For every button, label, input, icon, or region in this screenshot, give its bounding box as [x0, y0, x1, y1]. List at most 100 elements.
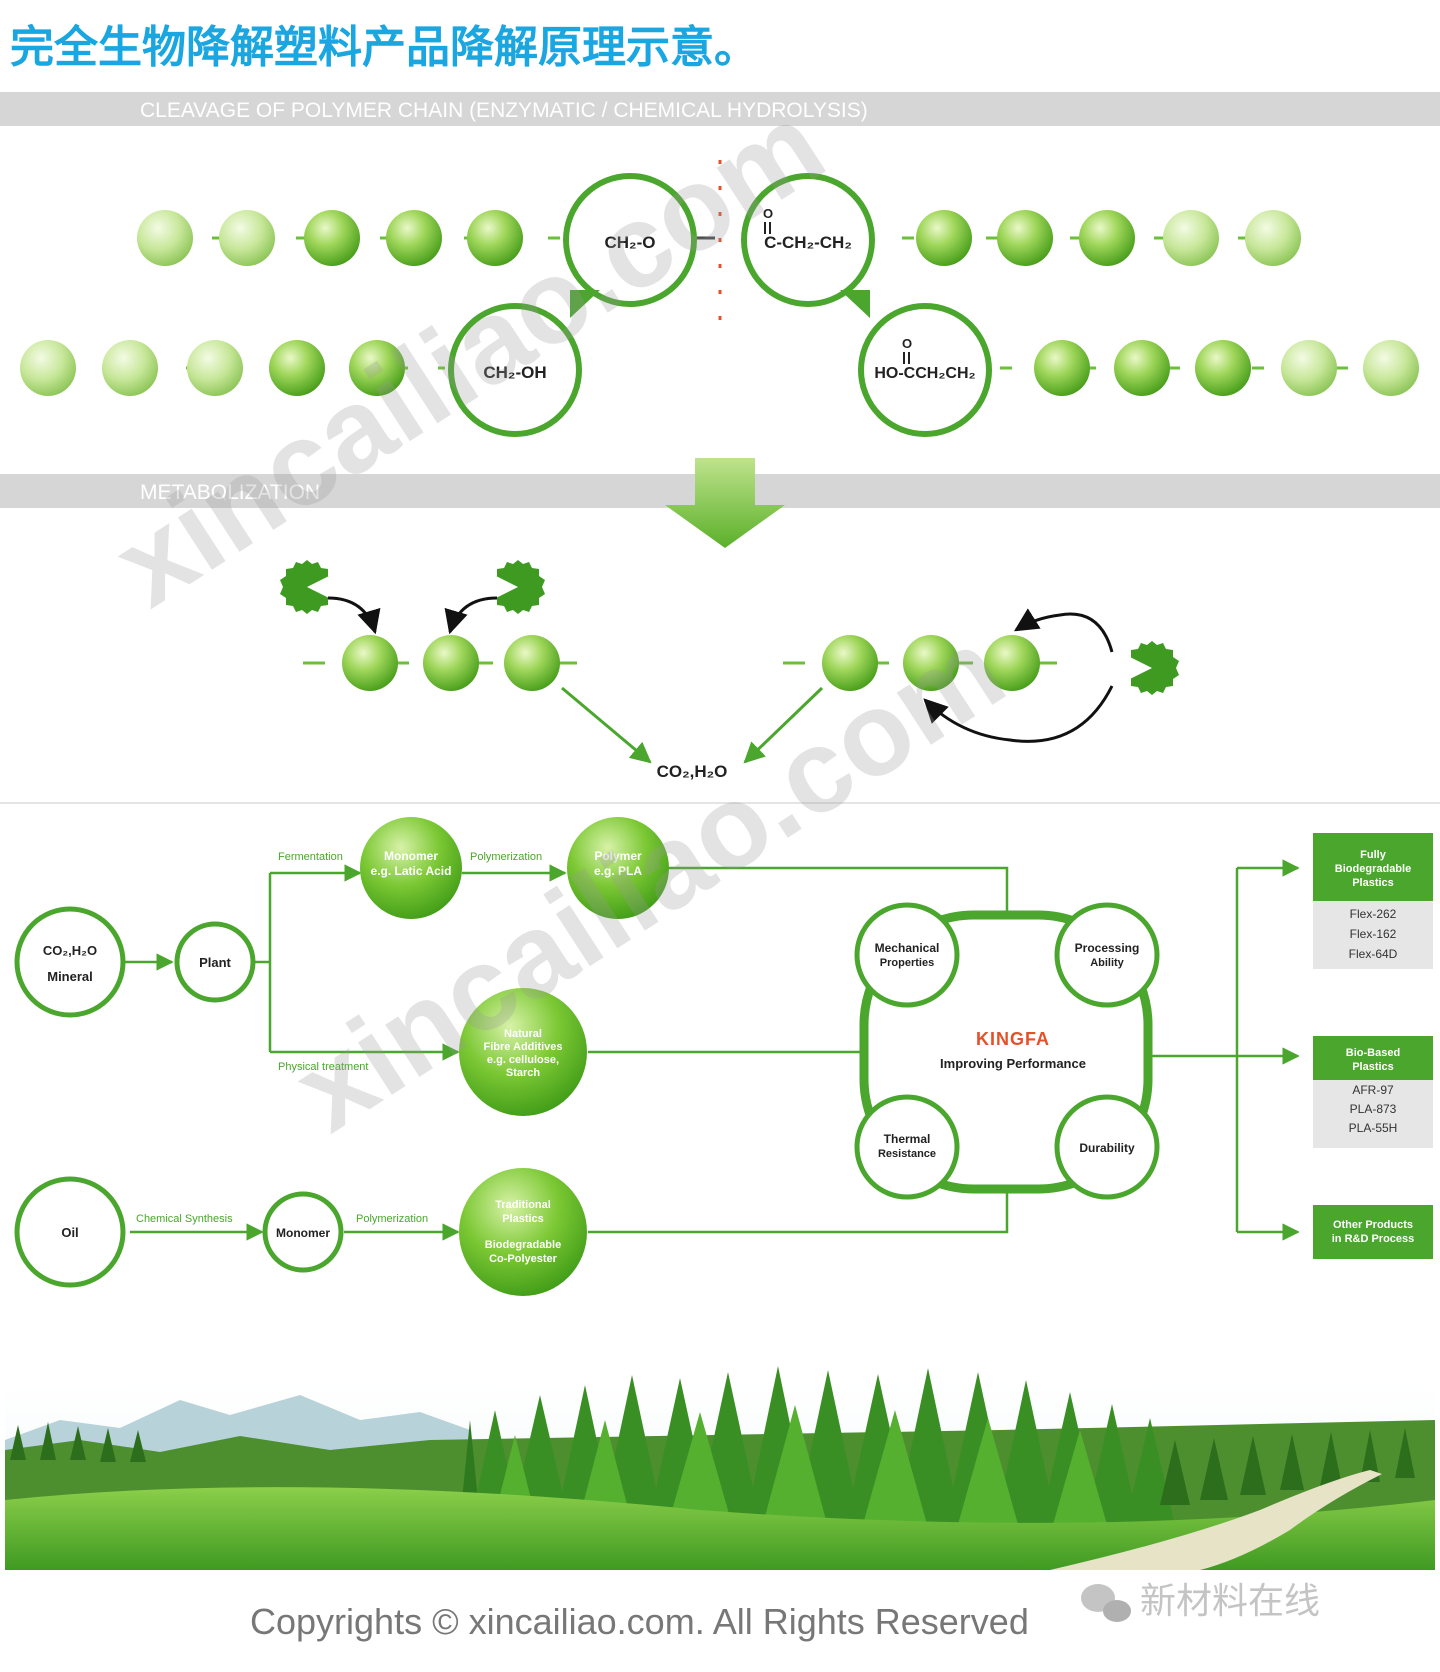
monomer-ball — [903, 635, 959, 691]
cleave-arrow-right — [840, 290, 870, 318]
cleavage-banner: CLEAVAGE OF POLYMER CHAIN (ENZYMATIC / C… — [140, 99, 868, 122]
improving-performance-label: Improving Performance — [940, 1056, 1086, 1071]
wechat-icon — [1081, 1584, 1131, 1622]
to-co2-arrow — [743, 686, 824, 764]
svg-text:Flex-162: Flex-162 — [1350, 927, 1397, 941]
node-natural-fibre: Natural Fibre Additives e.g. cellulose, … — [459, 988, 587, 1116]
cleave-arrow-left — [570, 290, 600, 318]
node-co2-mineral: CO₂,H₂O Mineral — [14, 906, 126, 1018]
microbe-icon — [490, 560, 545, 614]
monomer-ball — [1163, 210, 1219, 266]
label-polymerization-bottom: Polymerization — [356, 1213, 428, 1225]
svg-text:Ability: Ability — [1090, 957, 1124, 969]
monomer-ball — [423, 635, 479, 691]
microbe-icon — [280, 560, 335, 614]
svg-text:AFR-97: AFR-97 — [1352, 1083, 1394, 1097]
polymer-chain-bottom — [20, 340, 1420, 396]
attack-arrow — [923, 685, 1114, 743]
node-monomer-top: Monomer e.g. Latic Acid — [360, 817, 462, 919]
svg-text:Monomer: Monomer — [384, 849, 438, 863]
chem-node-ch2o: CH₂-O — [563, 173, 697, 307]
chem-label-c-ch2-ch2: C-CH₂-CH₂ — [764, 233, 852, 252]
page-title: 完全生物降解塑料产品降解原理示意。 — [10, 22, 758, 73]
monomer-ball — [269, 340, 325, 396]
monomer-ball — [349, 340, 405, 396]
wechat-account-name: 新材料在线 — [1140, 1581, 1320, 1622]
monomer-ball — [1195, 340, 1251, 396]
microbe-icon — [1124, 641, 1179, 695]
monomer-ball — [20, 340, 76, 396]
svg-text:Monomer: Monomer — [276, 1226, 330, 1240]
svg-text:Starch: Starch — [506, 1067, 541, 1079]
node-oil: Oil — [14, 1176, 126, 1288]
node-mechanical-properties: Mechanical Properties — [854, 902, 960, 1008]
copyright-footer: Copyrights © xincailiao.com. All Rights … — [250, 1601, 1029, 1642]
svg-text:Mineral: Mineral — [47, 969, 93, 984]
co2-h2o-label: CO₂,H₂O — [657, 762, 728, 781]
label-chemical-synthesis: Chemical Synthesis — [136, 1213, 233, 1225]
polymer-chain-top — [137, 210, 1301, 266]
metabolization-banner: METABOLIZATION — [140, 481, 320, 504]
node-traditional-plastics: Traditional Plastics Biodegradable Co-Po… — [459, 1168, 587, 1296]
label-physical-treatment: Physical treatment — [278, 1061, 368, 1073]
svg-text:Biodegradable: Biodegradable — [485, 1239, 561, 1251]
svg-text:Plastics: Plastics — [502, 1213, 544, 1225]
svg-text:in R&D Process: in R&D Process — [1332, 1233, 1415, 1245]
monomer-ball — [1034, 340, 1090, 396]
attack-arrow — [327, 596, 381, 635]
chem-node-c-ch2-ch2: C-CH₂-CH₂ O — [741, 173, 875, 307]
chem-label-ch2oh: CH₂-OH — [483, 363, 546, 382]
monomer-ball — [504, 635, 560, 691]
svg-text:Flex-64D: Flex-64D — [1349, 947, 1398, 961]
svg-text:Flex-262: Flex-262 — [1350, 907, 1397, 921]
down-arrow-icon — [665, 458, 785, 548]
svg-text:Thermal: Thermal — [884, 1132, 931, 1146]
node-monomer-bottom: Monomer — [262, 1191, 344, 1273]
svg-text:Properties: Properties — [880, 957, 934, 969]
svg-text:Biodegradable: Biodegradable — [1335, 863, 1411, 875]
product-box-fully-biodegradable: Fully Biodegradable Plastics Flex-262 Fl… — [1313, 833, 1433, 969]
forest-landscape-image — [5, 1366, 1435, 1570]
node-plant: Plant — [174, 921, 256, 1003]
chem-label-ch2o: CH₂-O — [605, 233, 656, 252]
svg-text:Plastics: Plastics — [1352, 1061, 1394, 1073]
label-fermentation: Fermentation — [278, 851, 343, 863]
monomer-ball — [916, 210, 972, 266]
svg-text:CO₂,H₂O: CO₂,H₂O — [43, 943, 97, 958]
monomer-ball — [219, 210, 275, 266]
monomer-ball — [137, 210, 193, 266]
attack-arrow — [444, 596, 498, 635]
kingfa-logo: KINGFA — [976, 1029, 1050, 1049]
attack-arrow — [1013, 608, 1114, 653]
svg-text:Bio-Based: Bio-Based — [1346, 1047, 1400, 1059]
monomer-ball — [342, 635, 398, 691]
monomer-ball — [102, 340, 158, 396]
svg-text:PLA-873: PLA-873 — [1350, 1102, 1397, 1116]
svg-text:Oil: Oil — [61, 1225, 78, 1240]
svg-text:Co-Polyester: Co-Polyester — [489, 1253, 558, 1265]
chem-node-ho-cch2ch2: HO-CCH₂CH₂ O — [858, 303, 992, 437]
monomer-ball — [1114, 340, 1170, 396]
chem-node-ch2oh: CH₂-OH — [448, 303, 582, 437]
svg-text:Plastics: Plastics — [1352, 877, 1394, 889]
svg-text:Plant: Plant — [199, 955, 231, 970]
label-polymerization-top: Polymerization — [470, 851, 542, 863]
node-durability: Durability — [1054, 1094, 1160, 1200]
monomer-ball — [1245, 210, 1301, 266]
monomer-ball — [386, 210, 442, 266]
svg-text:Natural: Natural — [504, 1028, 542, 1040]
svg-text:Polymer: Polymer — [594, 849, 642, 863]
monomer-ball — [1079, 210, 1135, 266]
to-co2-arrow — [561, 686, 652, 764]
metabolization-chain-right — [783, 635, 1070, 691]
monomer-ball — [997, 210, 1053, 266]
carbonyl-o-label: O — [902, 336, 912, 351]
svg-text:Processing: Processing — [1075, 941, 1140, 955]
svg-text:Fully: Fully — [1360, 849, 1387, 861]
svg-text:Mechanical: Mechanical — [875, 941, 940, 955]
svg-text:e.g. cellulose,: e.g. cellulose, — [487, 1054, 559, 1066]
cleavage-banner-bar — [0, 92, 1440, 126]
monomer-ball — [984, 635, 1040, 691]
